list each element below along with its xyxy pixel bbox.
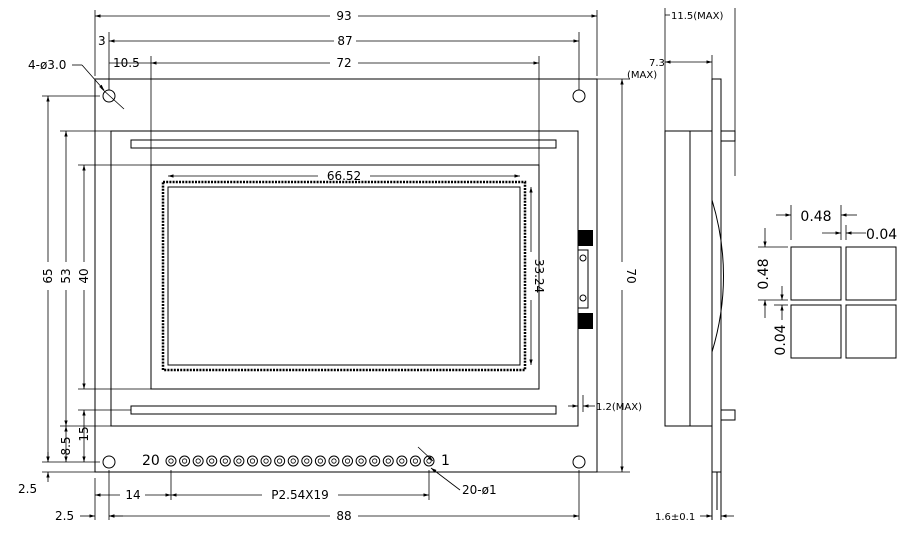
dim-pcb-top: 7.3 — [649, 58, 665, 69]
dim-14: 14 — [125, 488, 140, 502]
side-view: 11.5(MAX) 7.3 (MAX) 1.6±0.1 — [627, 8, 736, 523]
dim-backlight-gap: 1.2(MAX) — [596, 402, 642, 413]
dot-3 — [790, 304, 842, 359]
dim-top-width: 93 — [336, 9, 351, 23]
pin-hole-17 — [209, 458, 215, 464]
pin-17 — [206, 455, 218, 467]
pin-9 — [314, 455, 326, 467]
dim-15: 15 — [77, 426, 91, 441]
dot-2 — [845, 246, 897, 301]
side-pin-bottom — [720, 409, 736, 421]
viewing-area — [150, 164, 540, 390]
pin-14 — [246, 455, 258, 467]
dot-gap-h-label: 0.04 — [866, 227, 897, 243]
top-bar — [130, 139, 557, 149]
pin-13 — [260, 455, 272, 467]
pin-hole-8 — [331, 458, 337, 464]
dim-edge-offset: 3 — [98, 34, 106, 48]
active-area — [167, 186, 521, 366]
pin-5 — [369, 455, 381, 467]
dot-gap-v-label: 0.04 — [773, 324, 789, 355]
pin-hole-2 — [412, 458, 419, 464]
pin-header — [165, 455, 435, 467]
pcb-outline — [94, 78, 598, 473]
pin-hole-1 — [426, 458, 432, 464]
dim-height-65: 65 — [41, 268, 55, 283]
pin-hole-7 — [344, 458, 351, 464]
pin-19 — [179, 455, 191, 467]
mounting-hole-bl — [102, 455, 116, 469]
side-pin-top — [720, 130, 736, 142]
pin-label-1: 1 — [441, 453, 450, 469]
dot-height-label: 0.48 — [756, 258, 772, 289]
pin-11 — [287, 455, 299, 467]
pin-callout: 20-ø1 — [462, 483, 497, 497]
dim-8-5: 8.5 — [59, 436, 73, 455]
dot-width-label: 0.48 — [800, 209, 831, 225]
dim-active-width: 66.52 — [327, 169, 361, 183]
pin-hole-4 — [385, 458, 391, 464]
pin-label-20: 20 — [142, 453, 160, 469]
active-area-frame — [161, 180, 527, 372]
led-block-bottom — [578, 313, 593, 329]
dim-height-40: 40 — [77, 268, 91, 283]
pin-2 — [409, 455, 421, 467]
pin-6 — [355, 455, 367, 467]
dim-viewing-width: 72 — [336, 56, 351, 70]
front-view: 93 87 3 72 10.5 4-ø3.0 66.52 33.24 65 — [18, 9, 642, 523]
pin-3 — [396, 455, 408, 467]
pin-8 — [328, 455, 340, 467]
dim-2-5-left: 2.5 — [18, 482, 37, 496]
dim-hole-span: 87 — [337, 34, 352, 48]
pin-hole-19 — [181, 458, 188, 464]
pin-hole-5 — [372, 458, 378, 464]
pin-20 — [165, 455, 177, 467]
dim-bottom-offset: 2.5 — [55, 509, 74, 523]
dim-pcb-thickness: 1.6±0.1 — [655, 512, 695, 523]
pin-hole-20 — [168, 458, 174, 464]
dim-bottom-span: 88 — [336, 509, 351, 523]
pin-hole-15 — [236, 458, 242, 464]
pin-18 — [192, 455, 204, 467]
pin-10 — [301, 455, 313, 467]
pin-hole-11 — [290, 458, 296, 464]
dim-pitch: P2.54X19 — [271, 488, 328, 502]
dim-left-offset: 10.5 — [113, 56, 140, 70]
pin-16 — [219, 455, 231, 467]
pin-hole-6 — [358, 458, 364, 464]
pin-hole-9 — [317, 458, 323, 464]
pin-hole-16 — [222, 458, 228, 464]
pin-hole-10 — [304, 458, 310, 464]
dot-1 — [790, 246, 842, 301]
hole-callout: 4-ø3.0 — [28, 58, 66, 72]
pin-12 — [274, 455, 286, 467]
side-pcb — [711, 78, 722, 473]
pin-7 — [342, 455, 354, 467]
dim-total-height: 70 — [624, 268, 638, 283]
mounting-hole-br — [572, 455, 586, 469]
dot-4 — [845, 304, 897, 359]
dim-pcb-top-max: (MAX) — [627, 70, 657, 81]
pin-hole-14 — [249, 458, 256, 464]
pin-4 — [382, 455, 394, 467]
dim-height-53: 53 — [59, 268, 73, 283]
pin-hole-13 — [263, 458, 269, 464]
dim-active-height: 33.24 — [532, 259, 546, 293]
led-block-top — [578, 230, 593, 246]
bottom-bar — [130, 405, 557, 415]
mounting-hole-tr — [572, 89, 586, 103]
pin-hole-18 — [195, 458, 201, 464]
dim-side-thickness: 11.5(MAX) — [671, 11, 723, 22]
side-glass — [664, 130, 713, 427]
pin-hole-3 — [399, 458, 405, 464]
dot-detail: 0.48 0.04 0.48 0.04 — [756, 205, 897, 359]
pin-hole-12 — [277, 458, 283, 464]
pin-15 — [233, 455, 245, 467]
